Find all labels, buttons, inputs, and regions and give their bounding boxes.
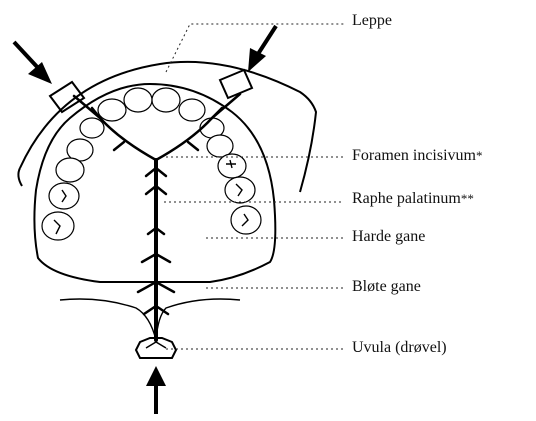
right-papilla (220, 70, 252, 98)
label-foramen: Foramen incisivum* (352, 147, 482, 165)
label-blote-gane-text: Bløte gane (352, 278, 421, 295)
label-uvula-text: Uvula (drøvel) (352, 339, 447, 356)
left-papilla (50, 82, 84, 112)
label-raphe-text: Raphe palatinum (352, 190, 461, 207)
label-raphe-mark: ** (461, 191, 474, 206)
left-teeth (42, 139, 93, 240)
right-teeth (207, 135, 261, 234)
label-leppe: Leppe (352, 12, 392, 30)
soft-palate-curve-right (156, 299, 240, 340)
uvula-inner (146, 342, 166, 348)
soft-palate-curve (60, 299, 156, 340)
label-leppe-text: Leppe (352, 12, 392, 29)
arrow-bottom (146, 366, 166, 414)
label-harde-gane: Harde gane (352, 228, 425, 246)
label-harde-gane-text: Harde gane (352, 228, 425, 245)
label-foramen-mark: * (476, 148, 483, 163)
label-raphe: Raphe palatinum** (352, 190, 474, 208)
label-uvula: Uvula (drøvel) (352, 339, 447, 357)
label-blote-gane: Bløte gane (352, 278, 421, 296)
label-foramen-text: Foramen incisivum (352, 147, 476, 164)
arrow-top-right (248, 26, 276, 72)
arrow-top-left (14, 42, 52, 84)
lip-inner-outline (18, 168, 22, 186)
